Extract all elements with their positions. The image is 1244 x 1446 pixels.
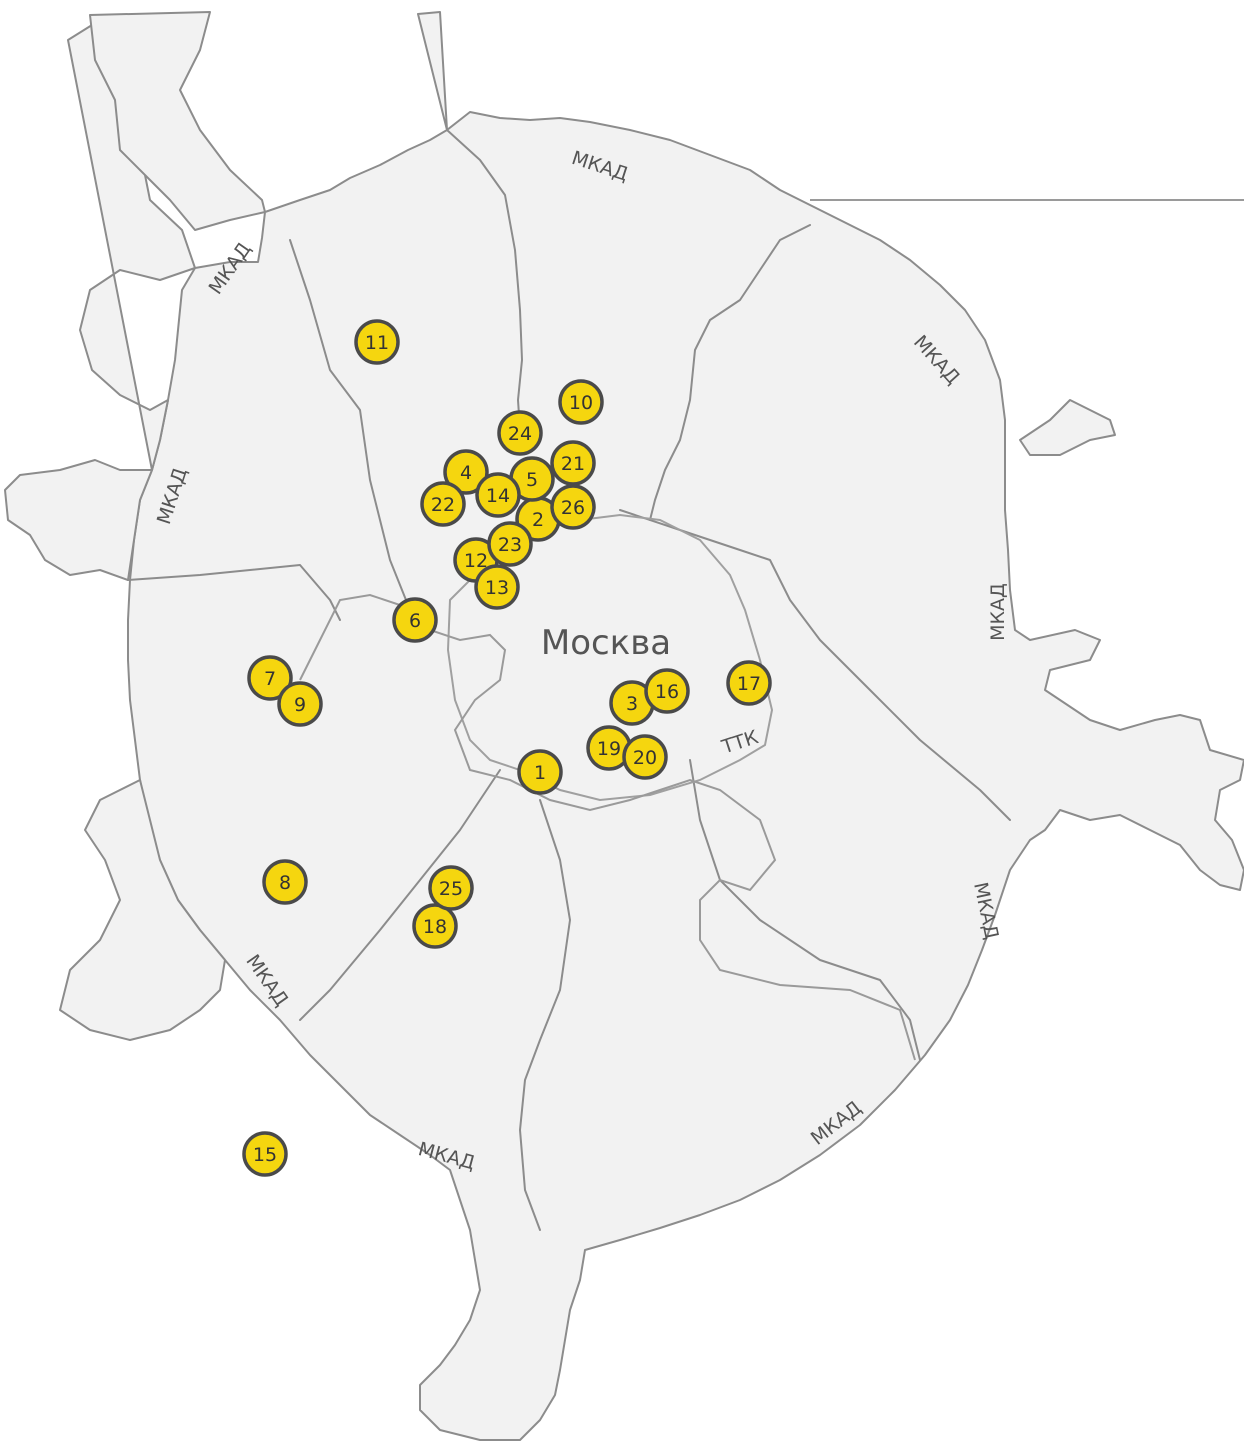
marker-label: 7 <box>264 668 276 690</box>
marker-label: 4 <box>460 462 472 484</box>
marker-circle[interactable] <box>497 410 543 456</box>
marker-label: 2 <box>532 509 544 531</box>
marker-label: 10 <box>569 392 593 414</box>
marker-circle[interactable] <box>644 668 690 714</box>
marker-circle[interactable] <box>443 449 489 495</box>
map-marker[interactable]: 21 <box>550 440 596 486</box>
map-marker[interactable]: 3 <box>609 680 655 726</box>
map-marker[interactable]: 13 <box>474 564 520 610</box>
map-marker[interactable]: 9 <box>277 681 323 727</box>
map-marker[interactable]: 25 <box>428 865 474 911</box>
marker-label: 19 <box>597 738 621 760</box>
marker-circle[interactable] <box>487 521 533 567</box>
map-marker[interactable]: 23 <box>487 521 533 567</box>
marker-circle[interactable] <box>475 472 521 518</box>
west-area <box>59 779 226 1041</box>
map-marker[interactable]: 11 <box>354 319 400 365</box>
map-marker[interactable]: 15 <box>242 1131 288 1177</box>
map-marker[interactable]: 17 <box>726 660 772 706</box>
marker-circle[interactable] <box>517 749 563 795</box>
marker-label: 13 <box>485 577 509 599</box>
marker-circle[interactable] <box>550 484 596 530</box>
marker-circle[interactable] <box>262 859 308 905</box>
marker-label: 23 <box>498 534 522 556</box>
map-marker[interactable]: 26 <box>550 484 596 530</box>
marker-circle[interactable] <box>420 481 466 527</box>
city-label: Москва <box>541 623 671 663</box>
map-marker[interactable]: 8 <box>262 859 308 905</box>
marker-label: 14 <box>486 485 510 507</box>
map-marker[interactable]: 10 <box>558 379 604 425</box>
map-marker[interactable]: 16 <box>644 668 690 714</box>
marker-circle[interactable] <box>428 865 474 911</box>
marker-label: 20 <box>633 747 657 769</box>
marker-circle[interactable] <box>622 734 668 780</box>
marker-circle[interactable] <box>474 564 520 610</box>
district-boundary <box>649 224 811 521</box>
district-boundary <box>446 129 523 431</box>
district-boundary <box>289 239 411 611</box>
marker-circle[interactable] <box>392 597 438 643</box>
marker-label: 6 <box>409 610 421 632</box>
north-west-area <box>4 19 196 581</box>
marker-circle[interactable] <box>412 903 458 949</box>
map-marker[interactable]: 20 <box>622 734 668 780</box>
marker-label: 22 <box>431 494 455 516</box>
map-marker[interactable]: 18 <box>412 903 458 949</box>
map-marker[interactable]: 1 <box>517 749 563 795</box>
marker-label: 26 <box>561 497 585 519</box>
district-boundary <box>127 564 341 621</box>
map-marker[interactable]: 22 <box>420 481 466 527</box>
district-boundary <box>519 799 571 1231</box>
map-marker[interactable]: 24 <box>497 410 543 456</box>
marker-label: 16 <box>655 681 679 703</box>
marker-circle[interactable] <box>247 655 293 701</box>
district-boundary <box>299 769 501 1021</box>
marker-label: 17 <box>737 673 761 695</box>
map-marker[interactable]: 14 <box>475 472 521 518</box>
marker-label: 11 <box>365 332 389 354</box>
marker-circle[interactable] <box>558 379 604 425</box>
marker-circle[interactable] <box>277 681 323 727</box>
marker-circle[interactable] <box>726 660 772 706</box>
marker-label: 1 <box>534 762 546 784</box>
marker-label: 8 <box>279 872 291 894</box>
map-marker[interactable]: 7 <box>247 655 293 701</box>
marker-label: 24 <box>508 423 532 445</box>
marker-label: 5 <box>526 469 538 491</box>
marker-circle[interactable] <box>550 440 596 486</box>
marker-label: 15 <box>253 1144 277 1166</box>
marker-circle[interactable] <box>354 319 400 365</box>
marker-label: 9 <box>294 694 306 716</box>
map-marker[interactable]: 6 <box>392 597 438 643</box>
east-enclave <box>1019 399 1116 456</box>
marker-label: 3 <box>626 693 638 715</box>
district-boundary <box>689 759 921 1061</box>
marker-label: 12 <box>464 550 488 572</box>
marker-label: 21 <box>561 453 585 475</box>
mkad-label: МКАД <box>987 583 1009 641</box>
north-west-corridor <box>89 11 266 231</box>
marker-circle[interactable] <box>242 1131 288 1177</box>
marker-label: 18 <box>423 916 447 938</box>
map-marker[interactable]: 4 <box>443 449 489 495</box>
marker-label: 25 <box>439 878 463 900</box>
district-boundary <box>619 509 1011 821</box>
